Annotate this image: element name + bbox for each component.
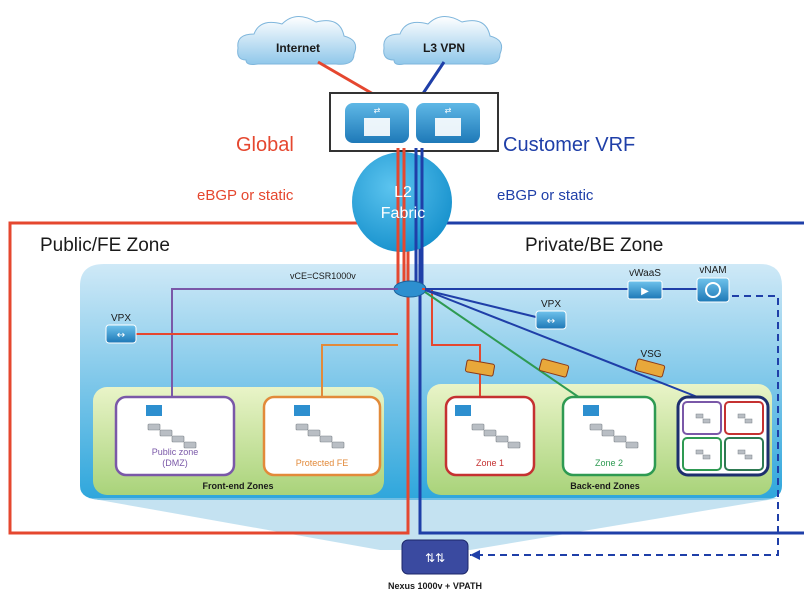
- vsg-firewall-3: [634, 358, 666, 378]
- public-zone-label: Public/FE Zone: [40, 235, 170, 256]
- global-label: Global: [236, 134, 294, 156]
- vsg-firewall-1: [464, 359, 496, 377]
- svg-text:↔: ↔: [547, 316, 555, 327]
- vce-label: vCE=CSR1000v: [290, 271, 356, 281]
- router-icon-right: ⇄: [416, 103, 480, 143]
- vpath-dashed-line: [470, 295, 779, 556]
- l2-fabric-label-line2: Fabric: [381, 205, 425, 222]
- cloud-l3vpn: [383, 16, 503, 65]
- vpx-left-label: VPX: [111, 313, 131, 324]
- front-end-zones-label: Front-end Zones: [203, 481, 274, 491]
- ebgp-left-label: eBGP or static: [197, 187, 294, 204]
- l2-fabric-circle: [352, 152, 452, 252]
- zone1-servers-icon: [471, 423, 521, 449]
- public-zone-box-label-2: (DMZ): [162, 458, 188, 468]
- public-zone-box-label-1: Public zone: [152, 447, 199, 457]
- cloud-internet-label: Internet: [276, 41, 320, 55]
- vnam-label: vNAM: [699, 265, 726, 276]
- cloud-l3vpn-label: L3 VPN: [423, 41, 465, 55]
- nexus-switch-icon: ⇅⇅: [401, 539, 469, 575]
- zone1-label: Zone 1: [476, 458, 504, 468]
- nexus-label: Nexus 1000v + VPATH: [388, 581, 482, 591]
- zone2-label: Zone 2: [595, 458, 623, 468]
- router-icon-left: ⇄: [345, 103, 409, 143]
- svg-text:⇅⇅: ⇅⇅: [425, 551, 445, 565]
- protected-fe-box-icon: [294, 405, 310, 416]
- back-end-zones-label: Back-end Zones: [570, 481, 640, 491]
- link-vce-quad-zone: [424, 289, 701, 399]
- ebgp-right-label: eBGP or static: [497, 187, 594, 204]
- zone2-servers-icon: [589, 423, 639, 449]
- funnel-shape: [88, 498, 780, 550]
- vce-router-icon: [393, 280, 427, 298]
- link-vce-vpx-mid: [424, 289, 541, 319]
- protected-fe-servers-icon: [295, 423, 345, 449]
- link-vce-public-zone: [171, 288, 398, 398]
- public-zone-servers-icon: [147, 423, 197, 449]
- link-vce-protected-fe: [321, 344, 398, 398]
- vsg-label: VSG: [640, 349, 661, 360]
- svg-text:↔: ↔: [117, 330, 125, 341]
- vpx-mid-icon: ↔: [535, 310, 567, 330]
- svg-text:⇄: ⇄: [374, 106, 381, 115]
- vpx-mid-label: VPX: [541, 299, 561, 310]
- zone2-box-icon: [583, 405, 599, 416]
- vwaas-icon: ▶: [627, 280, 663, 300]
- link-vce-zone2: [424, 291, 581, 399]
- customer-vrf-label: Customer VRF: [503, 134, 635, 156]
- zone1-box-icon: [455, 405, 471, 416]
- public-zone-frame: [8, 221, 410, 535]
- svg-text:⇄: ⇄: [445, 106, 452, 115]
- svg-text:▶: ▶: [641, 286, 649, 297]
- vwaas-label: vWaaS: [629, 268, 661, 279]
- l2-fabric-label-line1: L2: [394, 184, 412, 201]
- vsg-firewall-2: [538, 358, 570, 378]
- quad-zone-servers-icon: [695, 413, 753, 460]
- private-zone-frame: [418, 221, 804, 535]
- private-zone-label: Private/BE Zone: [525, 235, 663, 256]
- cloud-internet: [237, 16, 357, 65]
- vpath-arrowhead: [470, 550, 480, 560]
- vpx-left-icon: ↔: [105, 324, 137, 344]
- protected-fe-label: Protected FE: [296, 458, 349, 468]
- public-zone-box-icon: [146, 405, 162, 416]
- vnam-icon: [696, 277, 730, 303]
